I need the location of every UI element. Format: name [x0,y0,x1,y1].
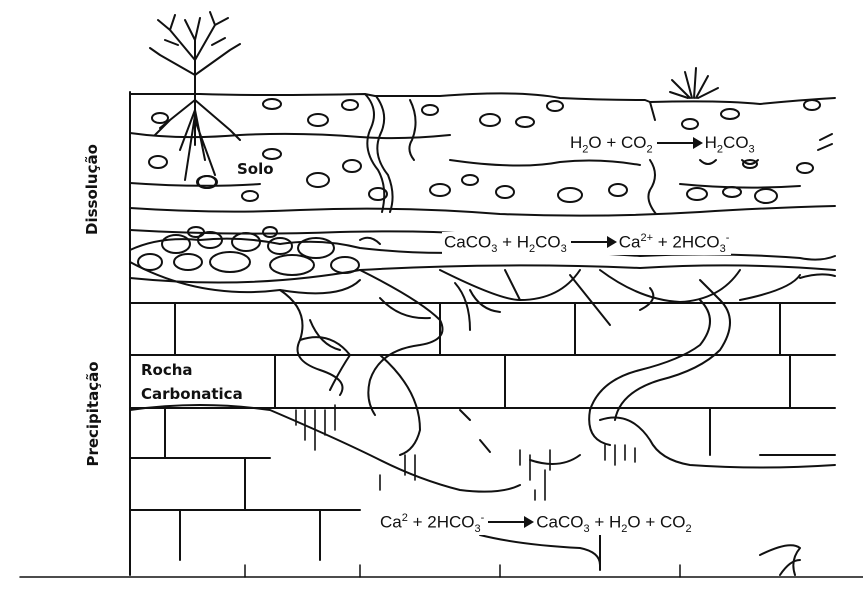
rock-label-line2: Carbonatica [141,385,243,403]
soil-label: Solo [237,160,274,178]
bottom-ticks [245,565,680,577]
lower-cave [480,535,600,565]
stalactites [296,405,635,500]
equation-precipitation: Ca2 + 2HCO3-CaCO3 + H2O + CO2 [378,512,694,535]
soil-fracture-4 [648,102,656,214]
soil-line-2 [450,160,640,166]
tree-drawing [150,12,240,188]
limestone-top [130,265,835,282]
ground-surface [130,93,835,104]
soil-fracture-1 [365,94,384,212]
rock-label-line1: Rocha [141,361,193,379]
soil-line-4 [130,230,470,234]
soil-base [130,206,835,216]
reaction-arrow [571,241,615,243]
soil-fracture-3 [409,100,415,160]
precipitation-label: Precipitação [84,359,102,469]
soil-line-3 [130,183,260,186]
dissolution-label: Dissolução [83,145,101,235]
reaction-arrow [657,142,701,144]
grass-tuft [670,68,718,98]
soil-line-1 [130,133,450,138]
lower-cave-2 [760,545,800,575]
reaction-arrow [488,521,532,523]
soil-fracture-5 [818,134,832,150]
